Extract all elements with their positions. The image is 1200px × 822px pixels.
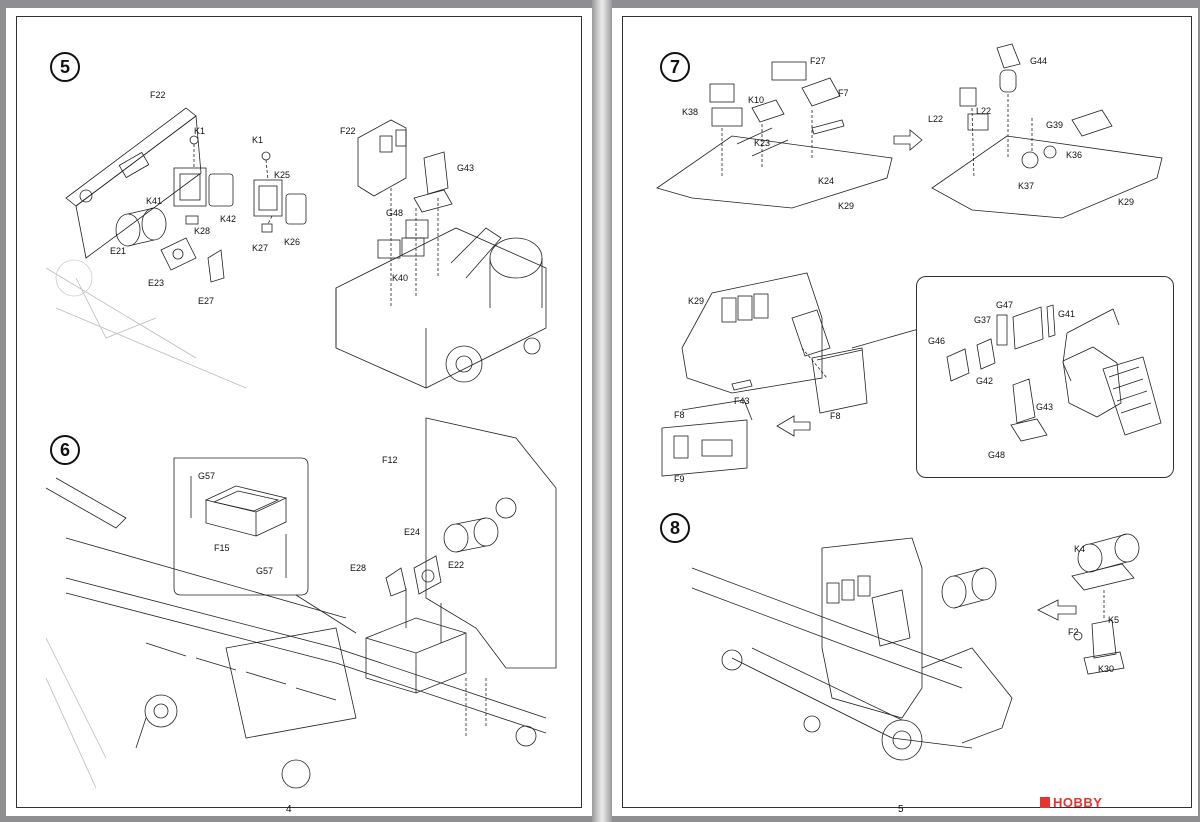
step-5-diagram — [45, 107, 547, 389]
right-page-border — [622, 16, 1192, 808]
part-label: K1 — [194, 126, 206, 136]
part-label: L22 — [976, 106, 992, 116]
part-label: E24 — [404, 527, 421, 537]
part-label: F2 — [1068, 627, 1079, 637]
part-label: E28 — [350, 563, 367, 573]
part-label: F43 — [734, 396, 750, 406]
part-label: G41 — [1058, 309, 1076, 319]
part-label: G46 — [928, 336, 946, 346]
step-7-diagram — [656, 43, 1163, 477]
part-label: F12 — [382, 455, 398, 465]
part-label: E22 — [448, 560, 465, 570]
part-label: G48 — [386, 208, 404, 218]
detail-diagram — [946, 304, 1162, 442]
part-label: K1 — [252, 135, 264, 145]
part-label: K4 — [1074, 544, 1086, 554]
detail-callout — [916, 276, 1174, 478]
part-label: K27 — [252, 243, 269, 253]
part-label: F8 — [830, 411, 841, 421]
part-label: G43 — [1036, 402, 1054, 412]
part-label: F15 — [214, 543, 230, 553]
part-label: G42 — [976, 376, 994, 386]
part-label: F8 — [674, 410, 685, 420]
part-label: G43 — [457, 163, 475, 173]
part-label: K40 — [392, 273, 409, 283]
hobby-search-logo-icon — [1040, 797, 1050, 808]
watermark-part2: SEARCH — [1102, 795, 1161, 810]
part-label: G39 — [1046, 120, 1064, 130]
part-label: E27 — [198, 296, 215, 306]
part-label: K28 — [194, 226, 211, 236]
binding-gutter — [592, 0, 612, 822]
part-label: K24 — [818, 176, 835, 186]
part-label: F7 — [838, 88, 849, 98]
part-label: K23 — [754, 138, 771, 148]
part-label: E23 — [148, 278, 165, 288]
part-label: F22 — [340, 126, 356, 136]
page-number: 5 — [898, 804, 904, 815]
part-label: G48 — [988, 450, 1006, 460]
part-label: F22 — [150, 90, 166, 100]
part-label: K29 — [688, 296, 705, 306]
part-label: K29 — [838, 201, 855, 211]
part-label: K5 — [1108, 615, 1120, 625]
right-page: 7 — [612, 8, 1198, 816]
part-label: G57 — [198, 471, 216, 481]
page-number: 4 — [286, 804, 292, 815]
part-label: K42 — [220, 214, 237, 224]
left-page: 5 — [6, 8, 592, 816]
step-number-6: 6 — [50, 435, 80, 465]
part-label: E21 — [110, 246, 127, 256]
part-label: L22 — [928, 114, 944, 124]
part-label: K10 — [748, 95, 765, 105]
part-label: F9 — [674, 474, 685, 484]
part-label: G37 — [974, 315, 992, 325]
part-label: G47 — [996, 300, 1014, 310]
part-label: G57 — [256, 566, 274, 576]
step-8-diagram — [691, 533, 1140, 761]
part-label: K37 — [1018, 181, 1035, 191]
part-label: K26 — [284, 237, 301, 247]
step-number-7: 7 — [660, 52, 690, 82]
part-label: K38 — [682, 107, 699, 117]
part-label: K30 — [1098, 664, 1115, 674]
part-label: F27 — [810, 56, 826, 66]
part-label: K41 — [146, 196, 163, 206]
left-page-border — [16, 16, 582, 808]
step-number-5: 5 — [50, 52, 80, 82]
part-label: K25 — [274, 170, 291, 180]
step-6-diagram — [45, 417, 557, 789]
step-number-8: 8 — [660, 513, 690, 543]
watermark-part1: HOBBY — [1053, 795, 1103, 810]
part-label: K29 — [1118, 197, 1135, 207]
part-label: G44 — [1030, 56, 1048, 66]
watermark: HOBBYSEARCH — [1040, 795, 1160, 810]
part-label: K36 — [1066, 150, 1083, 160]
